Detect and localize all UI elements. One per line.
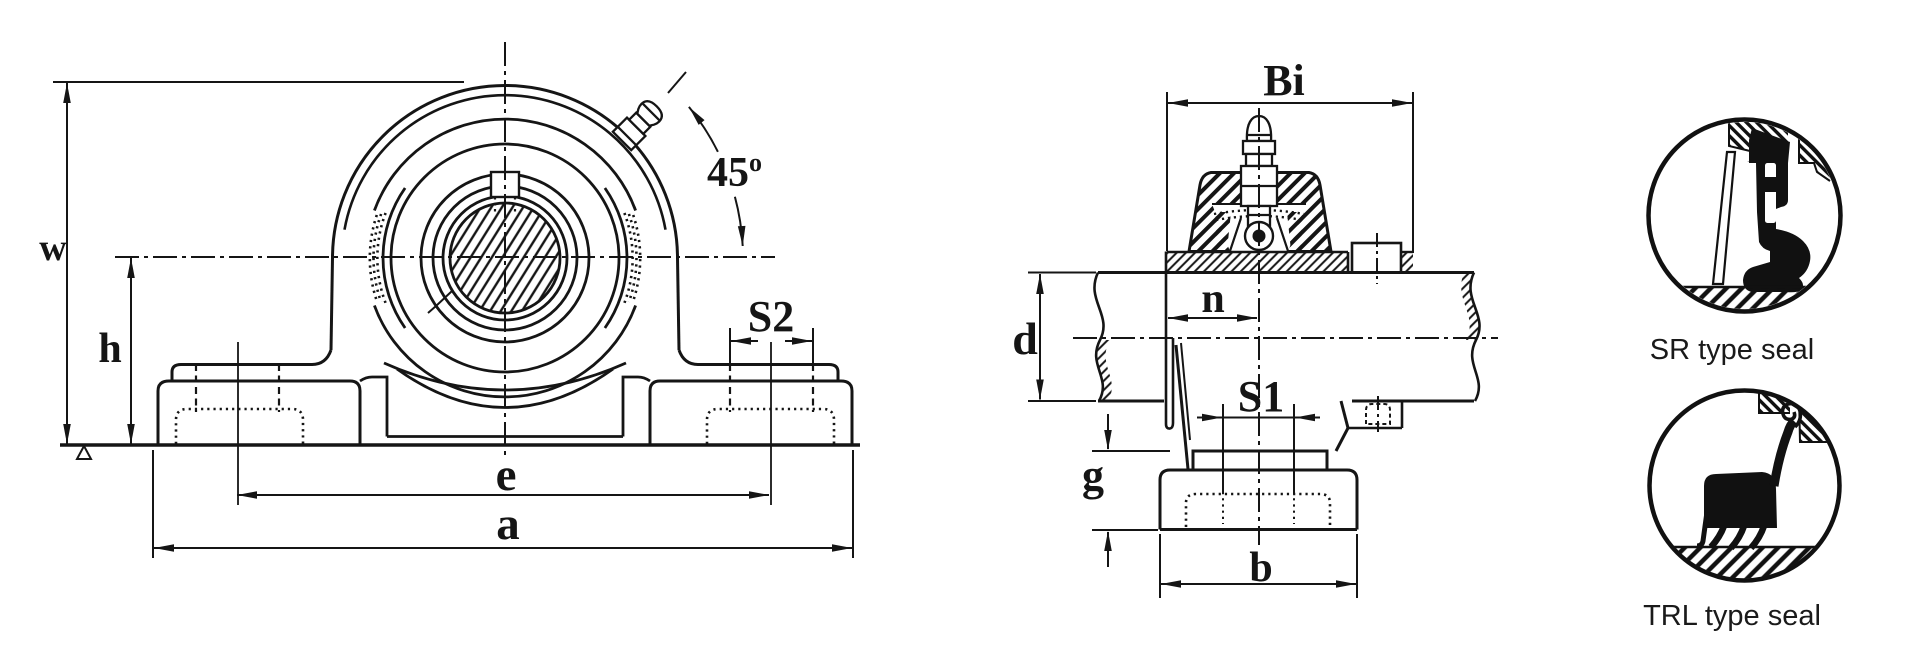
svg-text:b: b [1249,545,1272,591]
svg-text:h: h [98,326,121,372]
svg-text:TRL type seal: TRL type seal [1643,600,1821,632]
svg-text:a: a [496,498,520,550]
svg-text:SR type seal: SR type seal [1650,334,1814,366]
svg-text:e: e [496,449,517,501]
svg-text:n: n [1201,276,1224,322]
svg-text:w: w [39,227,67,269]
svg-text:d: d [1012,313,1038,364]
svg-text:S1: S1 [1238,372,1284,421]
svg-text:S2: S2 [748,292,794,341]
svg-text:Bi: Bi [1263,56,1305,105]
svg-text:g: g [1082,451,1104,500]
